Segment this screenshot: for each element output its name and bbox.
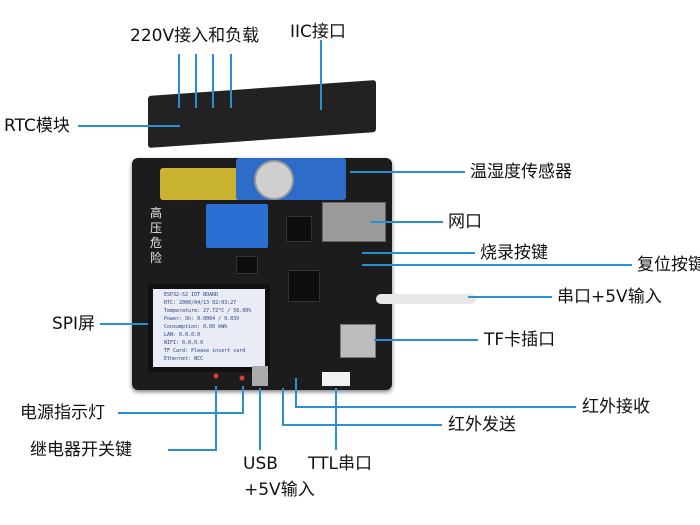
chip [286,216,312,242]
usb-port [252,366,268,386]
chip [236,256,258,274]
lcd-text: ESP32-S2 IOT BOARD RTC: 2000/04/13 02:03:… [164,291,262,363]
lcd-line: Consumption: 0.00 kWh [164,324,228,330]
label-ethernet: 网口 [448,212,482,232]
label-relay-switch: 继电器开关键 [30,440,132,460]
label-usb-5v: +5V输入 [244,480,315,500]
chip [288,270,320,302]
warning-text: 高压危险 [150,206,163,265]
ttl-connector [322,372,350,386]
label-ir-send: 红外发送 [448,415,516,435]
label-iic: IIC接口 [290,22,346,42]
lcd-line: LAN: 0.0.0.0 [164,332,201,338]
lcd-line: TF Card: Please insert card [164,348,246,354]
label-serial-5v: 串口+5V输入 [557,287,662,307]
lcd-line: RTC: 2000/04/13 02:03:27 [164,300,237,306]
label-rtc: RTC模块 [4,116,70,136]
label-ir-receive: 红外接收 [582,397,650,417]
label-tf-slot: TF卡插口 [484,330,556,350]
label-spi-screen: SPI屏 [52,314,96,334]
relay-blue [206,204,268,248]
spi-screen-display [148,284,270,372]
label-usb: USB [243,454,278,474]
label-power-led: 电源指示灯 [20,403,105,423]
label-ttl: TTL串口 [308,454,372,474]
usb-cable [376,294,476,304]
lcd-line: WIFI: 0.0.0.0 [164,340,204,346]
label-220v-input: 220V接入和负载 [130,26,260,46]
coin-battery [254,160,294,200]
lcd-line: ESP32-S2 IOT BOARD [164,292,219,298]
lcd-line: Power: Sh: 0.0004 / 0.03V [164,316,240,322]
lcd-line: Ethernet: NCC [164,356,204,362]
label-flash-button: 烧录按键 [480,243,548,263]
lcd-line: Temperature: 27.72°C / 56.00% [164,308,252,314]
label-reset-button: 复位按键 [637,255,700,275]
relay-yellow [160,168,240,200]
label-temp-sensor: 温湿度传感器 [470,162,572,182]
tf-card-slot [340,324,376,358]
